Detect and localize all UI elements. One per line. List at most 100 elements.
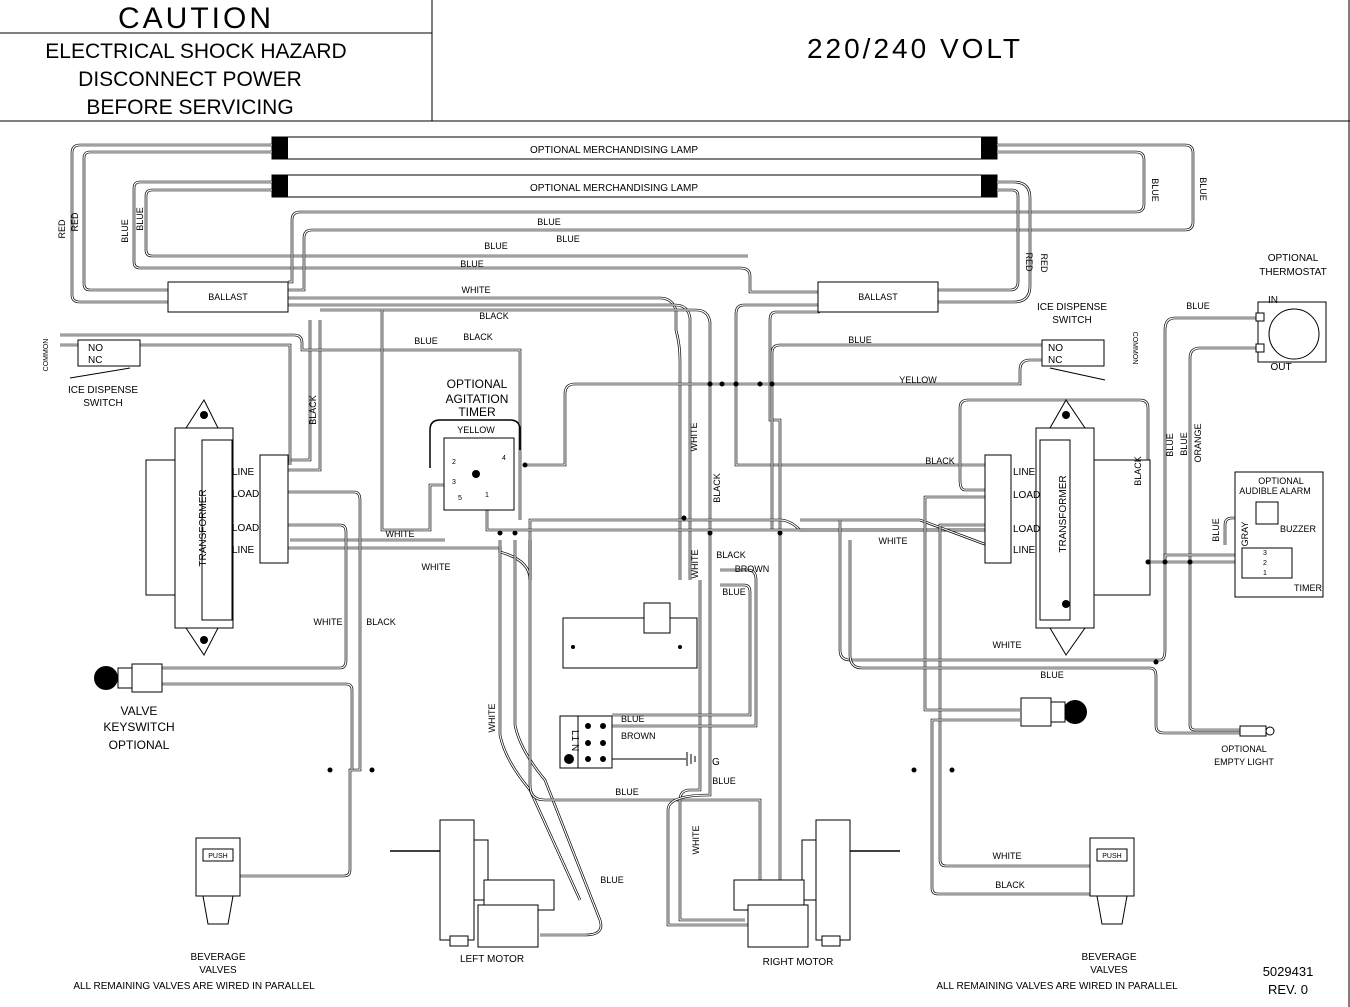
wire-label: BLACK (479, 311, 509, 321)
valve-right-title-1: BEVERAGE (1081, 952, 1136, 963)
wire-label: BLUE (1150, 178, 1160, 202)
wires (60, 143, 1258, 940)
agitation-timer-t5: 5 (458, 495, 462, 502)
agitation-timer-title-2: AGITATION (446, 392, 509, 406)
wire-label: RED (57, 219, 67, 239)
valve-right-push: PUSH (1102, 853, 1121, 860)
right-motor-label: RIGHT MOTOR (763, 957, 834, 968)
wire-label: WHITE (487, 704, 497, 733)
switch-left-title-1: ICE DISPENSE (68, 385, 138, 396)
transformer-left: TRANSFORMER LINE LOAD LOAD LINE (145, 398, 289, 656)
transformer-right-label: TRANSFORMER (1058, 475, 1069, 552)
revision: REV. 0 (1268, 982, 1308, 997)
wire-label: BROWN (735, 564, 770, 574)
wire-label: BLUE (1211, 518, 1221, 542)
wire-label: WHITE (879, 536, 908, 546)
switch-right-title-1: ICE DISPENSE (1037, 302, 1107, 313)
beverage-valve-left: PUSH BEVERAGE VALVES ALL REMAINING VALVE… (73, 837, 315, 992)
transformer-right-line-bottom: LINE (1013, 545, 1036, 556)
alarm-buzzer: BUZZER (1280, 524, 1317, 534)
agitation-timer-t1: 1 (485, 492, 489, 499)
ballast-left-label: BALLAST (208, 292, 248, 302)
wire-label: WHITE (689, 423, 699, 452)
switch-left-no: NO (88, 343, 103, 354)
agitation-timer-title-1: OPTIONAL (447, 377, 508, 391)
terminal-n: N (569, 744, 580, 751)
wire-label: BLUE (537, 217, 561, 227)
wire-label: BLUE (484, 241, 508, 251)
wire-label: WHITE (993, 640, 1022, 650)
transformer-left-line-top: LINE (232, 467, 255, 478)
terminal-blue: BLUE (621, 714, 645, 724)
wire-label: BLUE (414, 336, 438, 346)
wire-label: WHITE (690, 550, 700, 579)
terminal-brown: BROWN (621, 731, 656, 741)
wire-label: ORANGE (1193, 423, 1203, 462)
alarm-title-2: AUDIBLE ALARM (1239, 486, 1311, 496)
thermostat-in: IN (1268, 295, 1278, 306)
agitation-timer-t2: 2 (452, 459, 456, 466)
transformer-right: TRANSFORMER LINE LOAD LOAD LINE (984, 399, 1151, 656)
wire-label: WHITE (462, 285, 491, 295)
keyswitch-title-1: VALVE (121, 704, 158, 718)
wire-label: YELLOW (899, 375, 937, 385)
wire-label: BLACK (712, 473, 722, 503)
terminal-block: L1 N BLUE BROWN G (559, 602, 720, 769)
keyswitch-title-3: OPTIONAL (109, 738, 170, 752)
wire-labels: RED RED BLUE BLUE BLUE BLUE BLUE BLUE WH… (57, 177, 1250, 890)
empty-light-title-1: OPTIONAL (1221, 744, 1267, 754)
wire-label: WHITE (993, 851, 1022, 861)
keyswitch-right (1020, 697, 1087, 727)
voltage-title: 220/240 VOLT (807, 33, 1023, 64)
agitation-timer-title-3: TIMER (458, 405, 496, 419)
wire-label: WHITE (314, 617, 343, 627)
valve-keyswitch: VALVE KEYSWITCH OPTIONAL (94, 663, 175, 752)
valve-right-title-3: ALL REMAINING VALVES ARE WIRED IN PARALL… (936, 981, 1178, 992)
wire-label: BLUE (120, 219, 130, 243)
wire-label: GRAY (1240, 522, 1250, 547)
empty-light: OPTIONAL EMPTY LIGHT (1214, 725, 1275, 767)
terminal-l1: L1 (569, 730, 580, 742)
transformer-right-line-top: LINE (1013, 467, 1036, 478)
caution-line-2: DISCONNECT POWER (78, 68, 302, 91)
junction-dots (327, 381, 1193, 773)
lamp-label-bottom: OPTIONAL MERCHANDISING LAMP (530, 183, 698, 194)
wire-label: BLUE (712, 776, 736, 786)
alarm-t2: 2 (1263, 560, 1267, 567)
thermostat-out: OUT (1270, 362, 1291, 373)
wire-label: BLUE (135, 207, 145, 231)
wire-label: BLUE (556, 234, 580, 244)
wire-label: BLACK (1133, 456, 1143, 486)
wire-label: BLUE (1186, 301, 1210, 311)
thermostat-title-1: OPTIONAL (1268, 253, 1319, 264)
transformer-left-load-bottom: LOAD (232, 523, 259, 534)
wire-label: RED (70, 212, 80, 232)
switch-left-nc: NC (88, 355, 102, 366)
valve-left-title-3: ALL REMAINING VALVES ARE WIRED IN PARALL… (73, 981, 315, 992)
ballast-right-label: BALLAST (858, 292, 898, 302)
keyswitch-title-2: KEYSWITCH (103, 720, 174, 734)
lamp-label-top: OPTIONAL MERCHANDISING LAMP (530, 145, 698, 156)
ice-dispense-switch-right: NO NC COMMON ICE DISPENSE SWITCH (1037, 302, 1138, 381)
audible-alarm: OPTIONAL AUDIBLE ALARM BUZZER TIMER 3 2 … (1234, 471, 1324, 598)
wire-label: BLACK (463, 332, 493, 342)
wire-label: BLACK (925, 456, 955, 466)
wire-label: BLUE (600, 875, 624, 885)
switch-right-common: COMMON (1131, 332, 1138, 365)
wire-label: BLUE (1040, 670, 1064, 680)
valve-left-title-2: VALVES (199, 965, 237, 976)
merchandising-lamp-top: OPTIONAL MERCHANDISING LAMP (271, 136, 998, 160)
switch-left-common: COMMON (43, 339, 50, 372)
caution-line-1: ELECTRICAL SHOCK HAZARD (45, 40, 346, 63)
wire-label: BLUE (460, 259, 484, 269)
merchandising-lamp-bottom: OPTIONAL MERCHANDISING LAMP (271, 174, 998, 198)
wire-label: BLUE (1165, 433, 1175, 457)
transformer-left-line-bottom: LINE (232, 545, 255, 556)
ballast-right: BALLAST (817, 281, 939, 313)
ballast-left: BALLAST (167, 281, 289, 313)
valve-left-push: PUSH (208, 853, 227, 860)
ice-dispense-switch-left: NO NC COMMON ICE DISPENSE SWITCH (43, 339, 141, 409)
part-number: 5029431 (1263, 964, 1314, 979)
transformer-left-label: TRANSFORMER (198, 489, 209, 566)
